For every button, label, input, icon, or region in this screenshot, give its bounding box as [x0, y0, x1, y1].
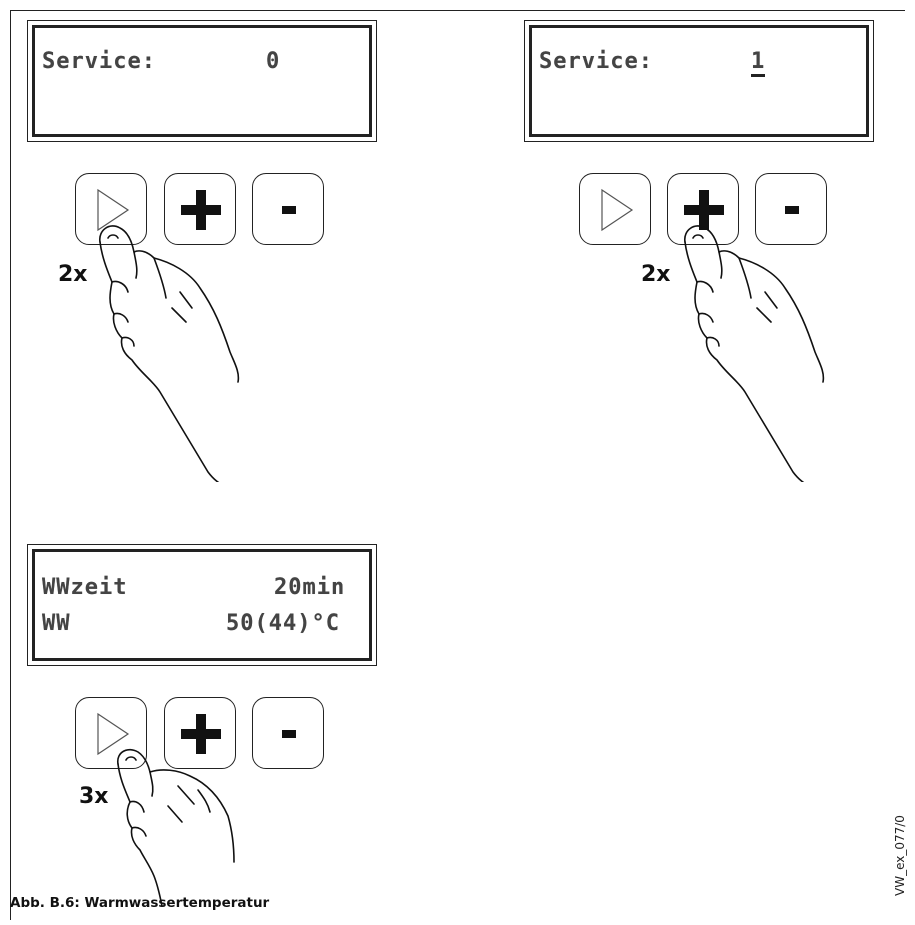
display-3-line1-value: 20min	[274, 575, 346, 600]
minus-icon	[282, 730, 296, 738]
play-triangle-icon	[601, 188, 634, 232]
display-2-bezel	[529, 25, 869, 137]
display-2-value: 1	[751, 49, 766, 77]
minus-button-2[interactable]	[755, 173, 827, 245]
display-2-label: Service:	[539, 49, 653, 74]
plus-button-1[interactable]	[164, 173, 236, 245]
minus-icon	[282, 206, 296, 214]
plus-button-3[interactable]	[164, 697, 236, 769]
press-count-3: 3x	[79, 784, 109, 809]
plus-icon	[181, 190, 221, 230]
plus-button-2[interactable]	[667, 173, 739, 245]
next-button-1[interactable]	[75, 173, 147, 245]
pointing-hand-icon-1	[99, 225, 240, 482]
figure-frame	[10, 10, 905, 920]
pointing-hand-icon-2	[684, 225, 825, 482]
display-3-line2-label: WW	[42, 611, 71, 636]
minus-button-1[interactable]	[252, 173, 324, 245]
display-1: Service: 0	[27, 20, 377, 142]
next-button-2[interactable]	[579, 173, 651, 245]
plus-icon	[181, 714, 221, 754]
plus-icon	[684, 190, 724, 230]
next-button-3[interactable]	[75, 697, 147, 769]
play-triangle-icon	[97, 188, 130, 232]
minus-button-3[interactable]	[252, 697, 324, 769]
display-1-value: 0	[266, 49, 281, 74]
display-3-line2-value: 50(44)°C	[226, 611, 340, 636]
figure-caption: Abb. B.6: Warmwassertemperatur	[10, 895, 270, 911]
minus-icon	[785, 206, 799, 214]
display-3: WWzeit 20min WW 50(44)°C	[27, 544, 377, 666]
press-count-2: 2x	[641, 262, 671, 287]
display-1-bezel	[32, 25, 372, 137]
display-3-line1-label: WWzeit	[42, 575, 128, 600]
figure-code: VW_ex_077/0	[893, 815, 907, 896]
pointing-hand-icon-3	[117, 748, 235, 906]
display-3-bezel	[32, 549, 372, 661]
press-count-1: 2x	[58, 262, 88, 287]
play-triangle-icon	[97, 712, 130, 756]
display-1-label: Service:	[42, 49, 156, 74]
display-2: Service: 1	[524, 20, 874, 142]
